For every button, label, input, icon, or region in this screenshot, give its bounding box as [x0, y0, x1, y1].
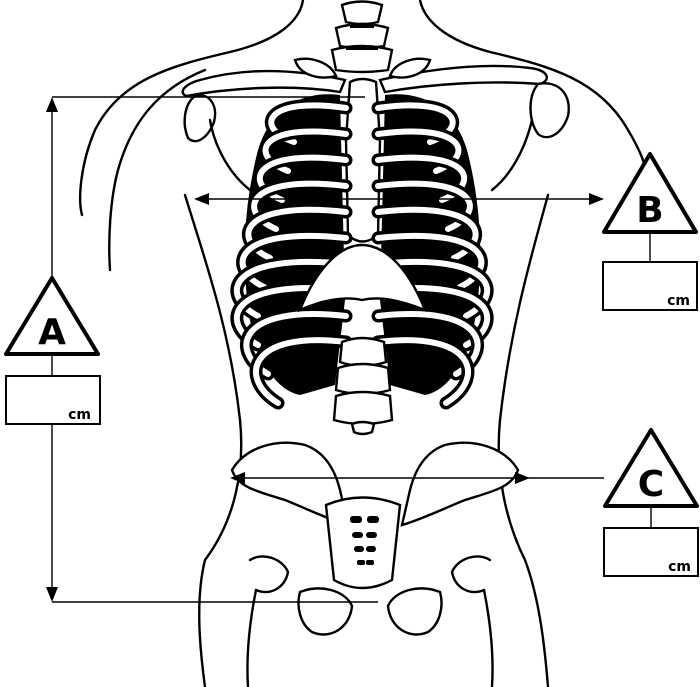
unit-label-b: cm	[667, 293, 690, 309]
pelvis	[232, 443, 518, 687]
marker-c-letter: C	[638, 464, 664, 505]
marker-b-letter: B	[636, 190, 663, 231]
unit-label-c: cm	[668, 559, 691, 575]
marker-a: A	[6, 278, 98, 354]
marker-b: B	[604, 154, 696, 262]
marker-a-letter: A	[38, 312, 66, 353]
unit-label-a: cm	[68, 407, 91, 423]
cervical-spine	[332, 2, 392, 73]
marker-c: C	[605, 430, 697, 528]
lumbar-spine	[334, 338, 392, 434]
